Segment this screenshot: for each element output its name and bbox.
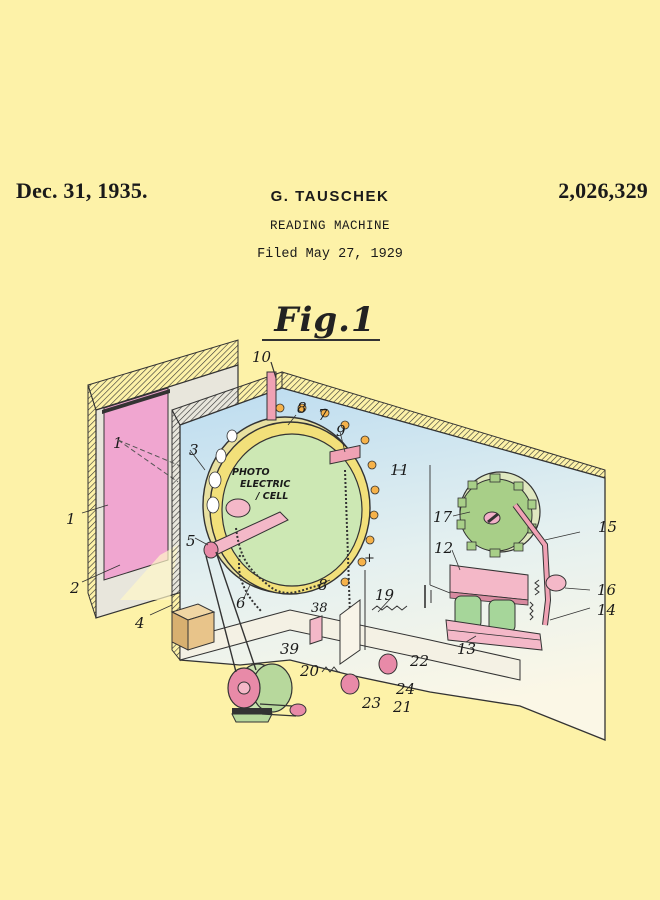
lever-arm [512, 503, 567, 626]
ref-22: 22 [409, 652, 429, 670]
ref-6: 6 [236, 594, 246, 612]
cell-text-cell: / CELL [255, 491, 288, 502]
ref-8b: 8 [318, 576, 328, 594]
document-sheet [103, 387, 169, 581]
ref-17: 17 [433, 508, 453, 526]
ref-10: 10 [252, 348, 272, 366]
reference-numerals: 1 2 3 4 5 6 7 8 8 9 10 11 12 13 14 15 16… [66, 348, 617, 716]
ref-38: 38 [311, 601, 328, 616]
cell-text-photo: PHOTO [232, 467, 270, 478]
ref-15: 15 [598, 518, 617, 536]
ref-4: 4 [134, 614, 145, 632]
inventor-name: G. TAUSCHEK [270, 188, 390, 205]
scanning-disc: PHOTO ELECTRIC / CELL [202, 403, 380, 595]
leader-lines [81, 414, 591, 673]
ref-3: 3 [189, 441, 199, 459]
ref-19: 19 [375, 586, 395, 604]
brush-bracket [266, 361, 361, 465]
ref-11: 11 [390, 461, 409, 479]
sheet-glyph-1: 1 [113, 434, 123, 452]
relay-magnet [445, 564, 543, 651]
filing-date: Filed May 27, 1929 [257, 247, 403, 262]
patent-date: Dec. 31, 1935. [16, 178, 148, 203]
ref-5: 5 [186, 532, 196, 550]
ref-2: 2 [69, 579, 80, 597]
plus-sign: + [364, 551, 375, 566]
ref-16: 16 [597, 581, 617, 599]
figure-label-underline [262, 339, 380, 341]
ref-8a: 8 [297, 399, 307, 417]
drive-shaft [203, 498, 289, 559]
ref-14: 14 [597, 601, 616, 619]
ref-7: 7 [318, 406, 328, 424]
ref-12: 12 [434, 539, 453, 557]
ref-24: 24 [395, 680, 415, 698]
ref-13: 13 [457, 640, 476, 658]
disc-pegs [275, 403, 380, 587]
gear-wheel [456, 471, 541, 558]
ref-21: 21 [392, 698, 412, 716]
ref-39: 39 [280, 640, 300, 658]
chains [235, 469, 351, 616]
patent-number: 2,026,329 [558, 178, 648, 203]
invention-title: READING MACHINE [269, 219, 391, 233]
lamp-box [170, 603, 216, 651]
ref-23: 23 [361, 694, 381, 712]
base-strip [179, 609, 521, 681]
figure-label: Fig.1 [274, 300, 376, 340]
motor-unit [205, 551, 307, 723]
contact-assembly: + [309, 551, 432, 695]
ref-1: 1 [66, 510, 76, 528]
cell-text-electric: ELECTRIC [240, 479, 290, 490]
ref-9: 9 [336, 422, 346, 440]
ref-20: 20 [299, 662, 320, 680]
